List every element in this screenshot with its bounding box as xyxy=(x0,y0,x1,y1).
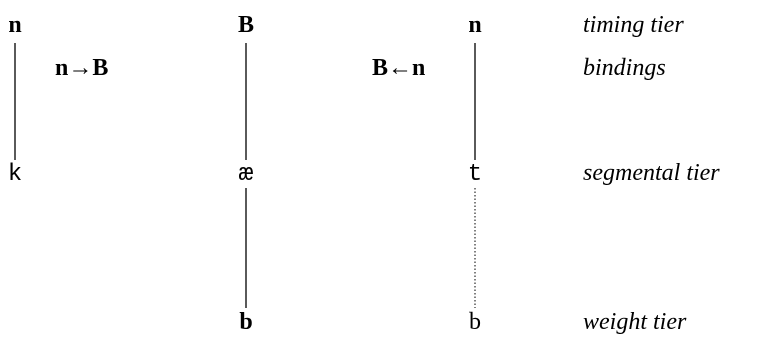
timing-left-n: n xyxy=(8,12,21,38)
binding-right: B←n xyxy=(372,55,425,81)
weight-right-b: b xyxy=(469,309,481,335)
timing-tier-label: timing tier xyxy=(583,12,684,38)
timing-right-n: n xyxy=(468,12,481,38)
segmental-tier-label: segmental tier xyxy=(583,160,720,186)
segment-ae: æ xyxy=(239,161,254,188)
weight-tier-label: weight tier xyxy=(583,309,687,335)
timing-middle-B: B xyxy=(238,12,254,38)
binding-left: n→B xyxy=(55,55,108,81)
weight-middle-b: b xyxy=(239,309,252,335)
segment-k: k xyxy=(8,161,22,188)
bindings-label: bindings xyxy=(583,55,666,81)
segment-t: t xyxy=(468,161,482,188)
